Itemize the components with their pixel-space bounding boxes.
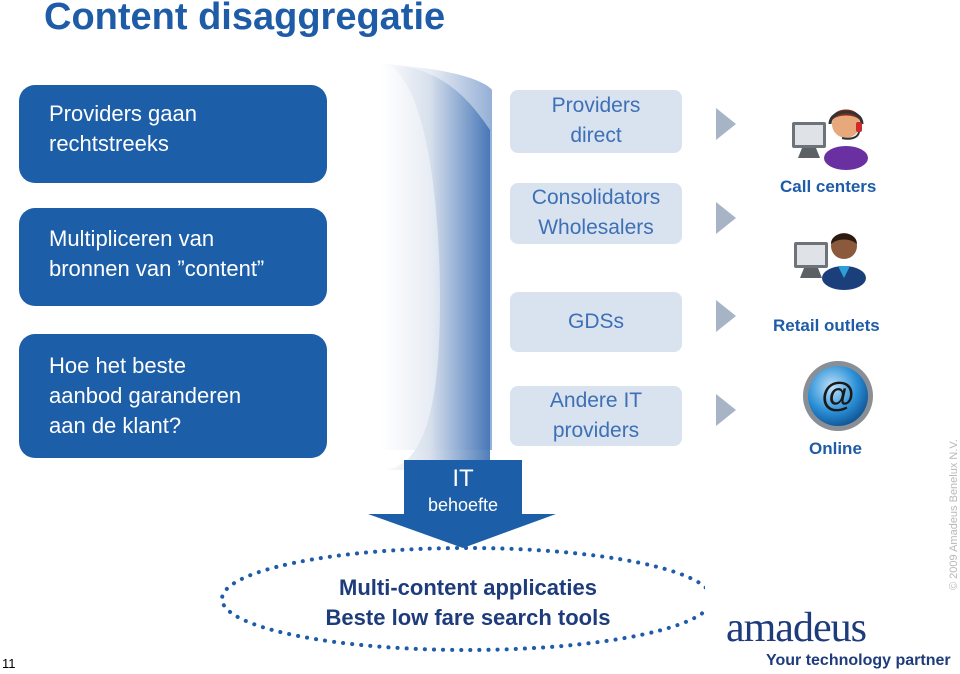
left-box-aanbod: Hoe het beste aanbod garanderen aan de k… (19, 334, 327, 458)
left-box-line: aanbod garanderen (49, 383, 242, 408)
left-box-line: Hoe het beste (49, 353, 186, 378)
page-title: Content disaggregatie (44, 0, 446, 38)
left-box-line: bronnen van ”content” (49, 256, 265, 281)
left-box-multipliceren: Multipliceren van bronnen van ”content” (19, 208, 327, 306)
arrow-right-icon (716, 300, 736, 332)
left-box-line: aan de klant? (49, 413, 182, 438)
call-center-agent-icon (792, 109, 868, 170)
ellipse-line: Multi-content applicaties (339, 575, 597, 600)
copyright-text: © 2009 Amadeus Benelux N.V. (948, 439, 960, 590)
arrow-right-icon (716, 202, 736, 234)
it-arrow-label: IT behoefte (404, 464, 522, 516)
online-label: Online (809, 439, 862, 458)
page-number: 11 (2, 656, 16, 671)
middle-box-line: direct (570, 124, 622, 147)
dotted-ellipse (220, 546, 705, 652)
arrow-right-icon (716, 108, 736, 140)
it-arrow-title: IT (452, 465, 474, 492)
retail-outlets-label: Retail outlets (773, 316, 880, 335)
left-box-line: rechtstreeks (49, 131, 169, 156)
logo-tagline: Your technology partner (766, 652, 951, 669)
middle-box-line: GDSs (567, 310, 624, 333)
middle-box-gdss: GDSs (510, 292, 682, 352)
svg-text:@: @ (821, 376, 854, 414)
middle-box-line: Andere IT (549, 389, 643, 412)
middle-box-providers-direct: Providers direct (510, 90, 682, 153)
left-box-providers: Providers gaan rechtstreeks (19, 85, 327, 183)
left-box-line: Providers gaan (49, 101, 197, 126)
amadeus-logo: amadeus (726, 605, 867, 651)
left-box-line: Multipliceren van (49, 226, 215, 251)
ellipse-text: Multi-content applicaties Beste low fare… (290, 573, 646, 633)
it-arrow-subtitle: behoefte (427, 495, 499, 515)
at-sign-icon: @ (803, 361, 873, 431)
retail-agent-icon (794, 233, 866, 290)
middle-box-line: Consolidators (531, 186, 661, 209)
call-centers-label: Call centers (780, 177, 877, 196)
middle-box-consolidators: Consolidators Wholesalers (510, 183, 682, 244)
middle-box-andere-it: Andere IT providers (510, 386, 682, 446)
middle-box-line: providers (552, 419, 640, 442)
arrow-right-icon (716, 394, 736, 426)
ellipse-line: Beste low fare search tools (325, 605, 611, 630)
middle-box-line: Wholesalers (538, 216, 654, 239)
middle-box-line: Providers (551, 94, 641, 117)
